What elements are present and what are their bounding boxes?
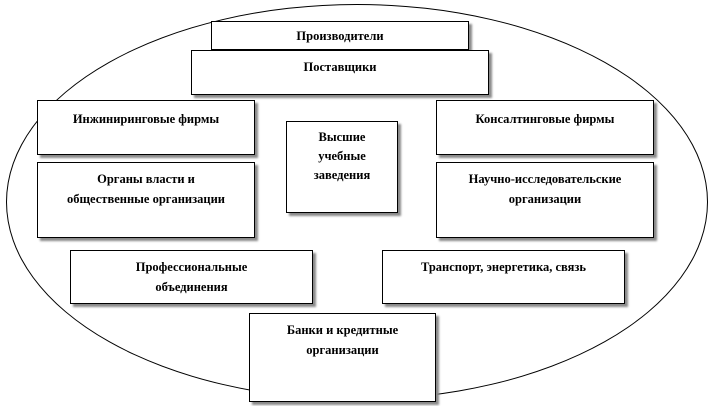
node-authorities-line-2: общественные организации bbox=[67, 192, 225, 206]
node-banks-credit-organizations: Банки и кредитные организации bbox=[249, 313, 436, 402]
node-professional-associations: Профессиональные объединения bbox=[70, 250, 313, 304]
node-authorities-line-1: Органы власти и bbox=[97, 172, 195, 186]
node-transport-energy-communications: Транспорт, энергетика, связь bbox=[382, 250, 625, 304]
node-higher-education-line-2: учебные bbox=[318, 149, 366, 163]
node-professional-associations-line-1: Профессиональные bbox=[135, 260, 248, 274]
node-higher-education-line-3: заведения bbox=[313, 168, 371, 182]
node-transport-energy-communications-label: Транспорт, энергетика, связь bbox=[420, 260, 587, 274]
node-producers: Производители bbox=[211, 21, 469, 50]
node-consulting-firms: Консалтинговые фирмы bbox=[436, 100, 654, 155]
node-professional-associations-line-2: объединения bbox=[155, 280, 228, 294]
node-suppliers: Поставщики bbox=[191, 50, 489, 95]
node-banks-credit-organizations-line-2: организации bbox=[306, 343, 379, 357]
node-research-organizations: Научно-исследовательские организации bbox=[436, 162, 654, 238]
node-higher-education: Высшие учебные заведения bbox=[286, 121, 398, 213]
node-authorities: Органы власти и общественные организации bbox=[37, 162, 255, 238]
node-banks-credit-organizations-line-1: Банки и кредитные bbox=[286, 323, 399, 337]
node-suppliers-label: Поставщики bbox=[303, 60, 377, 74]
node-producers-label: Производители bbox=[296, 28, 384, 43]
node-research-organizations-line-2: организации bbox=[508, 192, 582, 206]
node-engineering-firms: Инжиниринговые фирмы bbox=[37, 100, 255, 155]
node-higher-education-line-1: Высшие bbox=[318, 130, 366, 144]
node-research-organizations-line-1: Научно-исследовательские bbox=[468, 172, 622, 186]
node-engineering-firms-label: Инжиниринговые фирмы bbox=[72, 112, 220, 126]
node-consulting-firms-label: Консалтинговые фирмы bbox=[475, 112, 615, 126]
